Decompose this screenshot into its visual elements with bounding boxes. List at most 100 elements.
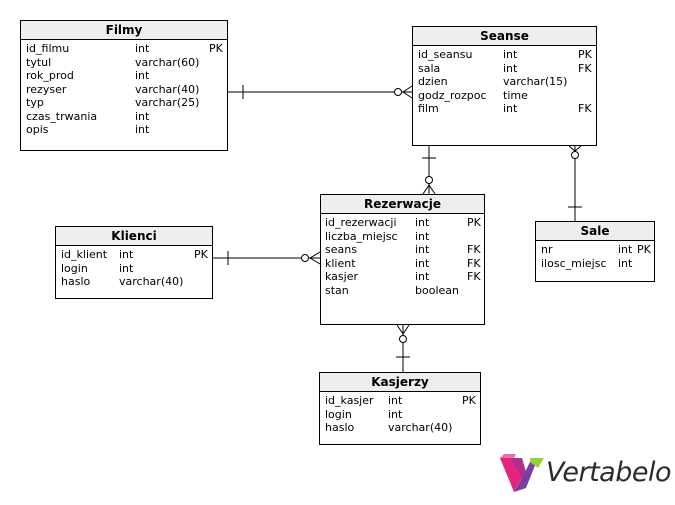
column-key: PK	[462, 394, 476, 407]
column-name: login	[61, 261, 88, 275]
column-row: opis int	[21, 123, 227, 137]
table-title: Kasjerzy	[320, 373, 480, 392]
column-name: godz_rozpoc	[418, 88, 487, 102]
column-row: login int	[320, 408, 480, 422]
column-type: varchar(60)	[135, 55, 200, 69]
column-name: id_klient	[61, 248, 108, 261]
column-key: FK	[467, 243, 481, 256]
column-row: haslo varchar(40)	[320, 421, 480, 435]
crow-foot	[309, 257, 321, 265]
column-type: int	[415, 270, 430, 283]
column-name: kasjer	[325, 270, 358, 283]
column-row: kasjer int FK	[321, 270, 484, 284]
column-name: id_seansu	[418, 48, 473, 61]
crow-foot	[402, 324, 410, 335]
column-type: varchar(15)	[503, 75, 568, 88]
column-name: czas_trwania	[26, 109, 98, 123]
zero-mark	[399, 335, 407, 343]
column-type: int	[618, 256, 633, 270]
column-type: int	[503, 102, 518, 115]
column-key: FK	[578, 102, 592, 115]
zero-mark	[425, 176, 433, 184]
column-row: stan boolean	[321, 284, 484, 298]
column-type: int	[135, 69, 150, 82]
column-name: stan	[325, 283, 349, 297]
column-type: int	[135, 109, 150, 123]
column-key: PK	[637, 243, 651, 256]
column-name: film	[418, 102, 439, 115]
crow-foot	[396, 324, 404, 335]
column-row: czas_trwania int	[21, 110, 227, 124]
column-key: PK	[578, 48, 592, 61]
column-key: PK	[467, 216, 481, 229]
crow-foot	[568, 145, 576, 152]
column-row: id_kasjer int PK	[320, 394, 480, 408]
column-type: int	[618, 243, 633, 256]
column-row: godz_rozpoc time	[413, 89, 596, 103]
column-key: FK	[578, 61, 592, 75]
vertabelo-logo-mark-icon	[500, 454, 544, 492]
crow-foot	[428, 184, 436, 195]
column-name: typ	[26, 96, 44, 109]
zero-mark	[394, 88, 402, 96]
column-type: boolean	[415, 283, 459, 297]
column-key: FK	[467, 256, 481, 270]
column-type: int	[415, 256, 430, 270]
column-name: rok_prod	[26, 69, 74, 82]
column-row: typ varchar(25)	[21, 96, 227, 110]
column-type: int	[388, 407, 403, 421]
column-name: id_kasjer	[325, 394, 374, 407]
column-row: id_rezerwacji int PK	[321, 216, 484, 230]
table-title: Klienci	[56, 227, 212, 246]
column-name: sala	[418, 61, 441, 75]
column-name: rezyser	[26, 82, 67, 96]
table-title: Seanse	[413, 27, 596, 46]
brand-name: Vertabelo	[546, 457, 672, 488]
column-type: int	[388, 394, 403, 407]
table-title: Filmy	[21, 21, 227, 40]
column-type: int	[119, 261, 134, 275]
column-type: varchar(40)	[388, 421, 453, 434]
column-row: id_seansu int PK	[413, 48, 596, 62]
column-name: seans	[325, 243, 357, 256]
column-name: id_filmu	[26, 42, 70, 55]
column-type: varchar(25)	[135, 96, 200, 109]
column-type: varchar(40)	[119, 275, 184, 288]
crow-foot	[574, 145, 582, 152]
crow-foot	[402, 85, 413, 93]
column-name: id_rezerwacji	[325, 216, 397, 229]
column-row: sala int FK	[413, 62, 596, 76]
column-row: haslo varchar(40)	[56, 275, 212, 289]
column-row: ilosc_miejsc int	[536, 257, 654, 271]
column-name: haslo	[325, 421, 355, 434]
vertabelo-logo: Vertabelo	[500, 452, 672, 498]
crow-foot	[402, 91, 413, 99]
column-type: int	[503, 48, 518, 61]
column-name: haslo	[61, 275, 91, 288]
column-type: int	[119, 248, 134, 261]
column-type: time	[503, 88, 528, 102]
column-type: int	[135, 123, 150, 136]
column-key: FK	[467, 270, 481, 283]
column-type: int	[503, 61, 518, 75]
column-name: opis	[26, 123, 49, 136]
column-name: login	[325, 407, 352, 421]
column-name: ilosc_miejsc	[541, 256, 607, 270]
column-type: int	[415, 216, 430, 229]
column-row: nr int PK	[536, 243, 654, 257]
column-name: nr	[541, 243, 553, 256]
